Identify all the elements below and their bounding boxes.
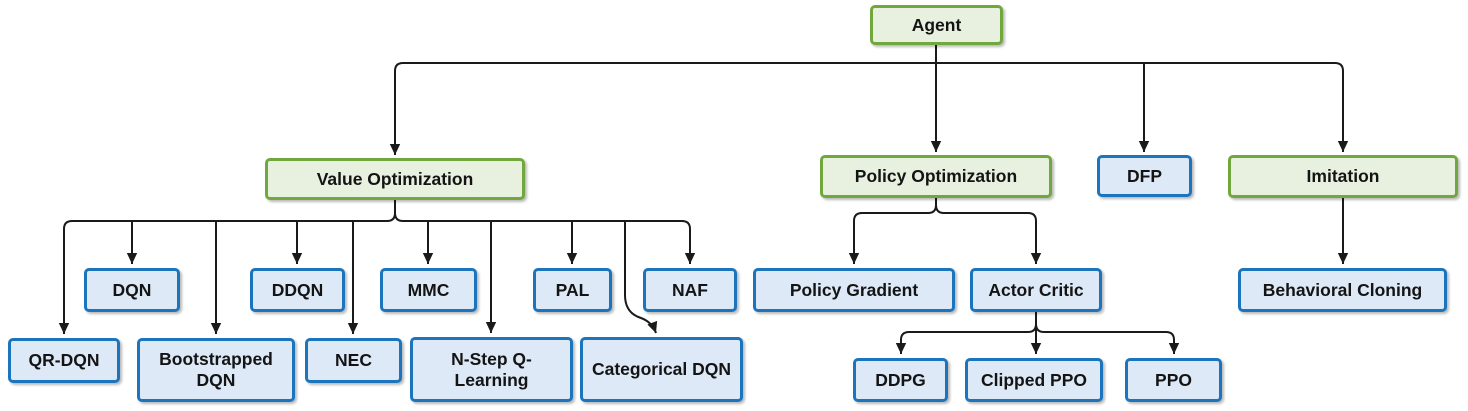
node-qr-dqn: QR-DQN bbox=[8, 338, 120, 383]
node-dqn: DQN bbox=[84, 268, 180, 312]
node-label-clipped-ppo: Clipped PPO bbox=[981, 369, 1087, 390]
node-label-bootstrapped-dqn: Bootstrapped DQN bbox=[159, 349, 273, 390]
node-categorical-dqn: Categorical DQN bbox=[580, 337, 743, 402]
edge-policy-optimization-to-actor-critic bbox=[935, 198, 1042, 264]
node-policy-optimization: Policy Optimization bbox=[820, 155, 1052, 198]
node-label-actor-critic: Actor Critic bbox=[988, 279, 1084, 300]
node-label-naf: NAF bbox=[672, 279, 708, 300]
node-pal: PAL bbox=[533, 268, 612, 312]
node-ddpg: DDPG bbox=[853, 358, 948, 402]
node-ddqn: DDQN bbox=[250, 268, 345, 312]
node-label-dqn: DQN bbox=[112, 279, 152, 300]
edge-value-optimization-to-qr-dqn bbox=[58, 200, 396, 334]
edge-actor-critic-to-ddpg bbox=[895, 312, 1037, 354]
node-label-nec: NEC bbox=[335, 350, 372, 370]
node-ppo: PPO bbox=[1125, 358, 1222, 402]
node-nec: NEC bbox=[305, 338, 402, 383]
node-n-step-q-learning: N-Step Q-Learning bbox=[410, 337, 573, 402]
node-label-categorical-dqn: Categorical DQN bbox=[591, 359, 732, 379]
node-mmc: MMC bbox=[380, 268, 477, 312]
node-label-policy-gradient: Policy Gradient bbox=[789, 279, 919, 300]
node-label-ppo: PPO bbox=[1155, 369, 1192, 390]
node-behavioral-cloning: Behavioral Cloning bbox=[1238, 268, 1447, 312]
edge-agent-to-value-optimization bbox=[389, 62, 936, 155]
node-bootstrapped-dqn: Bootstrapped DQN bbox=[137, 338, 295, 402]
edge-value-optimization-to-naf bbox=[394, 200, 696, 264]
node-value-optimization: Value Optimization bbox=[265, 158, 525, 200]
node-agent: Agent bbox=[870, 5, 1003, 45]
node-label-imitation: Imitation bbox=[1306, 166, 1380, 186]
node-label-n-step-q-learning: N-Step Q-Learning bbox=[451, 348, 532, 390]
node-naf: NAF bbox=[643, 268, 737, 312]
edge-value-optimization-to-categorical-dqn bbox=[624, 221, 658, 334]
node-label-ddqn: DDQN bbox=[271, 279, 324, 300]
node-label-value-optimization: Value Optimization bbox=[316, 168, 474, 189]
node-dfp: DFP bbox=[1097, 155, 1192, 197]
edge-agent-to-imitation bbox=[936, 62, 1349, 152]
node-label-ddpg: DDPG bbox=[875, 369, 926, 390]
node-label-agent: Agent bbox=[911, 14, 962, 35]
node-imitation: Imitation bbox=[1228, 155, 1458, 198]
edge-actor-critic-to-ppo bbox=[1035, 312, 1180, 354]
node-clipped-ppo: Clipped PPO bbox=[965, 358, 1103, 402]
node-label-behavioral-cloning: Behavioral Cloning bbox=[1262, 279, 1423, 300]
node-label-pal: PAL bbox=[555, 279, 590, 300]
node-label-dfp: DFP bbox=[1127, 165, 1162, 186]
node-label-qr-dqn: QR-DQN bbox=[28, 350, 100, 370]
node-actor-critic: Actor Critic bbox=[970, 268, 1102, 312]
edge-policy-optimization-to-policy-gradient bbox=[848, 198, 937, 264]
node-policy-gradient: Policy Gradient bbox=[753, 268, 955, 312]
node-label-policy-optimization: Policy Optimization bbox=[854, 166, 1018, 186]
node-label-mmc: MMC bbox=[407, 279, 450, 300]
